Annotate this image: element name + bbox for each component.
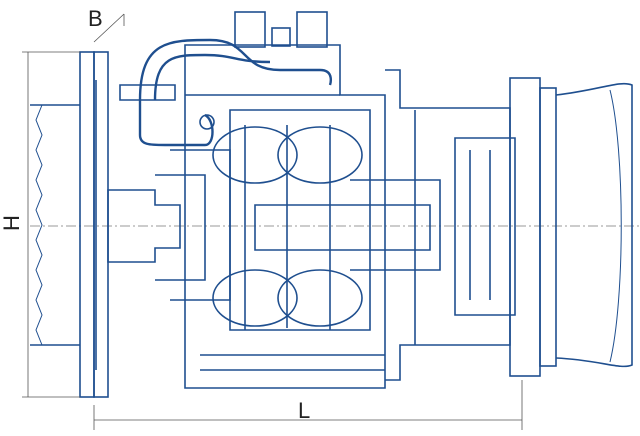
turbine-runners: [212, 125, 363, 330]
output-shaft: [254, 204, 431, 251]
bell-housing: [385, 69, 511, 381]
right-flange: [509, 77, 633, 377]
dimension-label-l: L: [298, 398, 311, 423]
input-hub: [107, 189, 181, 263]
dimension-label-b: B: [88, 6, 103, 31]
oil-pipe: [138, 38, 332, 101]
left-flange: [79, 51, 109, 398]
dimension-label-h: H: [0, 215, 24, 231]
output-coupling: [454, 137, 516, 316]
dimension-lines: [22, 13, 523, 430]
housing: [184, 11, 386, 389]
left-motor-shaft: [30, 104, 80, 346]
